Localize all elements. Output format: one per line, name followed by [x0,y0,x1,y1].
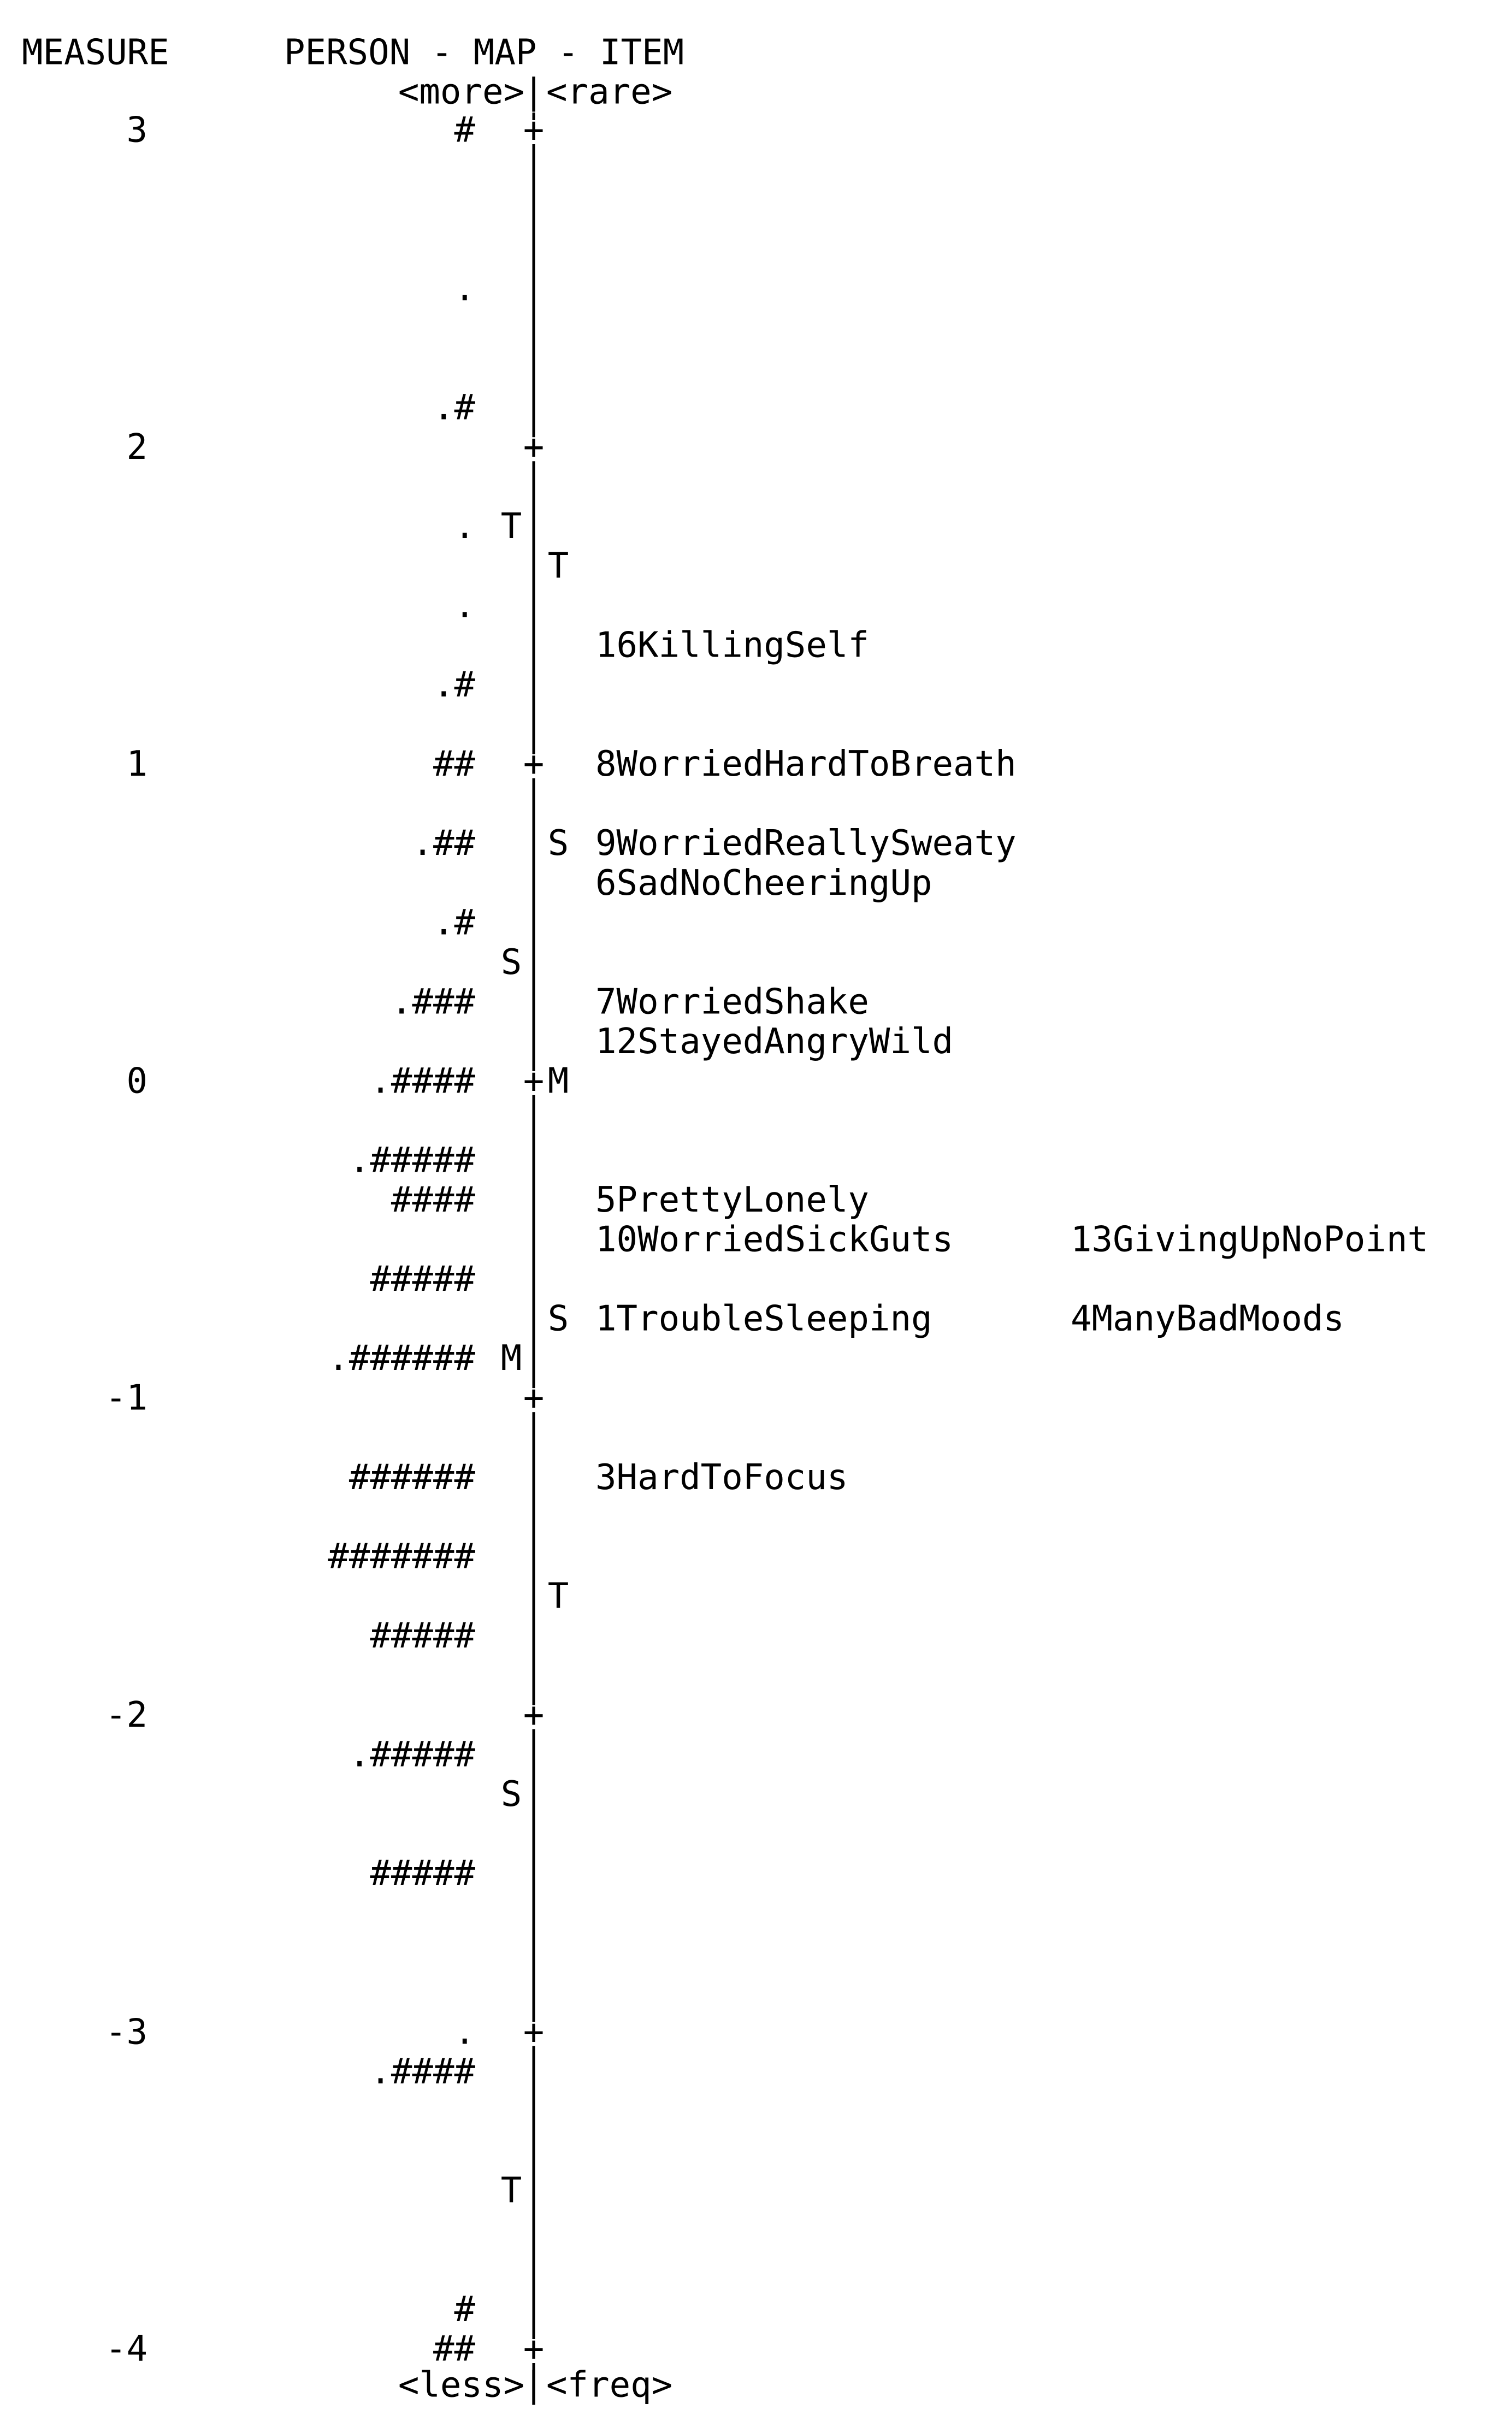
y-tick-label: 3 [126,110,147,151]
axis-tick-mark: + [523,1378,545,1419]
item-label: 13GivingUpNoPoint [1071,1220,1428,1260]
item-label: 12StayedAngryWild [595,1021,953,1062]
axis-tick-mark: + [523,2329,545,2370]
person-count: . [454,2012,475,2052]
person-count: .###### [328,1338,475,1379]
map-title: PERSON - MAP - ITEM [284,33,684,73]
person-count: ####### [328,1537,475,1577]
person-marker: S [501,942,522,983]
person-marker: T [501,506,522,547]
bottom-right-tag: <freq> [546,2365,672,2406]
person-count: .#### [370,2052,475,2092]
person-count: .# [433,665,476,705]
item-marker: M [548,1061,569,1101]
person-count: ## [433,744,476,784]
measure-label: MEASURE [22,33,169,73]
person-marker: S [501,1774,522,1815]
person-count: . [454,269,475,309]
axis-tick-mark: + [523,110,545,151]
item-label: 6SadNoCheeringUp [595,863,932,903]
axis-tick-gap [522,2022,546,2046]
axis-tick-gap [522,120,546,144]
item-marker: S [548,1299,569,1339]
person-count: .# [433,387,476,428]
axis-tick-mark: + [523,1061,545,1101]
y-tick-label: -3 [105,2012,147,2052]
y-tick-label: -4 [105,2329,147,2370]
person-count: ###### [349,1457,476,1498]
axis-tick-mark: + [523,1695,545,1735]
item-marker: T [548,1576,569,1616]
top-right-tag: <rare> [546,72,672,113]
item-label: 7WorriedShake [595,982,869,1022]
person-count: # [454,2289,475,2330]
person-count: .### [391,982,476,1022]
y-tick-label: -2 [105,1695,147,1735]
axis-tick-mark: + [523,427,545,468]
person-count: # [454,110,475,151]
axis-tick-gap [522,437,546,462]
axis-tick-gap [522,2339,546,2363]
person-count: . [454,506,475,547]
axis-tick-mark: + [523,744,545,784]
person-count: ##### [370,1616,475,1656]
person-marker: T [501,2170,522,2211]
item-label: 10WorriedSickGuts [595,1220,953,1260]
person-count: ##### [370,1853,475,1894]
y-tick-label: -1 [105,1378,147,1419]
y-tick-label: 2 [126,427,147,468]
axis-tick-mark: + [523,2012,545,2052]
persons-layer: #..#...###.##.#.###.####.##############.… [328,110,475,2370]
axis-tick-gap [522,754,546,778]
item-label: 1TroubleSleeping [595,1299,932,1339]
item-label: 9WorriedReallySweaty [595,823,1017,864]
axis-layer: 3 +2 +1 +0 + -1 + -2 + -3 + -4 + [105,110,546,2371]
person-count: #### [391,1180,476,1220]
item-label: 4ManyBadMoods [1071,1299,1344,1339]
item-marker: S [548,823,569,864]
y-tick-label: 0 [126,1061,147,1101]
bottom-left-tag: <less> [398,2365,524,2406]
person-count: ## [433,2329,476,2370]
person-count: . [454,586,475,626]
axis-tick-gap [522,1071,546,1095]
items-layer: 16KillingSelf 8WorriedHardToBreath 9Worrie… [595,625,1428,1498]
person-count: .##### [349,1141,476,1181]
axis-tick-gap [522,1388,546,1413]
person-count: .##### [349,1735,476,1775]
y-tick-label: 1 [126,744,147,784]
person-count: .#### [370,1061,475,1101]
item-label: 8WorriedHardToBreath [595,744,1017,784]
person-marker: M [501,1338,522,1379]
top-left-tag: <more> [398,72,524,113]
item-label: 16KillingSelf [595,625,869,666]
person-count: .# [433,902,476,943]
person-count: ##### [370,1259,475,1300]
top-axis-separator: | [523,72,545,113]
item-marker: T [548,546,569,586]
person-count: .## [412,823,475,864]
bottom-axis-separator: | [523,2365,545,2406]
item-label: 3HardToFocus [595,1457,848,1498]
item-label: 5PrettyLonely [595,1180,869,1220]
axis-tick-gap [522,1705,546,1729]
